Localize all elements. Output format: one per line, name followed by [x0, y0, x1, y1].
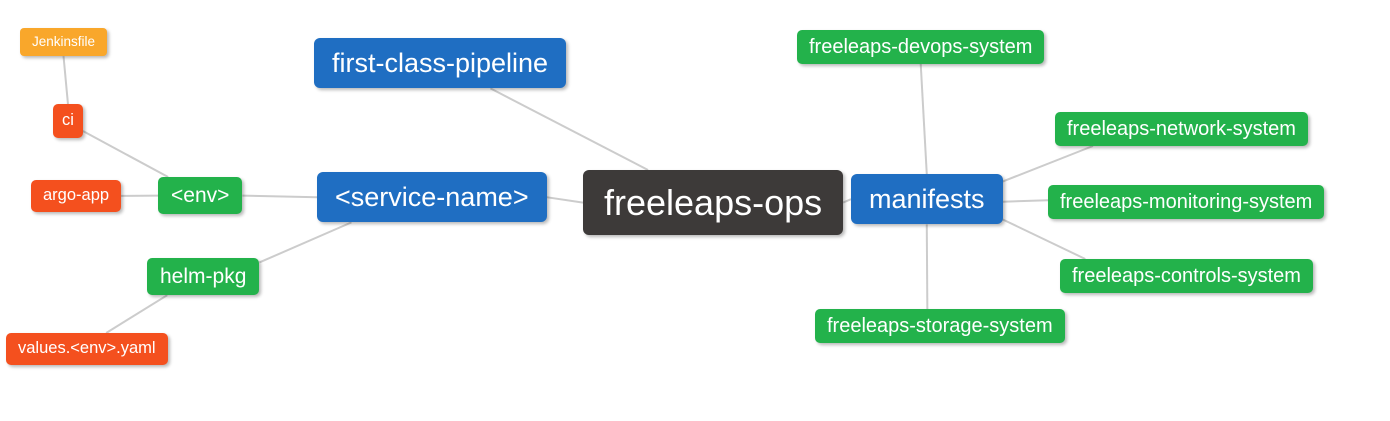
- node-manifests[interactable]: manifests: [851, 174, 1003, 225]
- node-freeleaps-monitoring-system[interactable]: freeleaps-monitoring-system: [1048, 185, 1325, 219]
- node-freeleaps-storage-system[interactable]: freeleaps-storage-system: [815, 309, 1065, 343]
- node-helm-pkg[interactable]: helm-pkg: [147, 258, 260, 296]
- node-service-name[interactable]: <service-name>: [317, 172, 547, 223]
- node-argo-app[interactable]: argo-app: [31, 180, 122, 212]
- node-freeleaps-network-system[interactable]: freeleaps-network-system: [1055, 112, 1308, 146]
- node-ci[interactable]: ci: [53, 104, 83, 138]
- node-freeleaps-devops-system[interactable]: freeleaps-devops-system: [797, 30, 1045, 64]
- node-freeleaps-controls-system[interactable]: freeleaps-controls-system: [1060, 259, 1313, 293]
- node-freeleaps-ops-root[interactable]: freeleaps-ops: [583, 170, 844, 236]
- node-values-env-yaml[interactable]: values.<env>.yaml: [6, 333, 168, 365]
- node-first-class-pipeline[interactable]: first-class-pipeline: [314, 38, 567, 89]
- node-env[interactable]: <env>: [158, 177, 243, 215]
- node-jenkinsfile[interactable]: Jenkinsfile: [20, 28, 108, 57]
